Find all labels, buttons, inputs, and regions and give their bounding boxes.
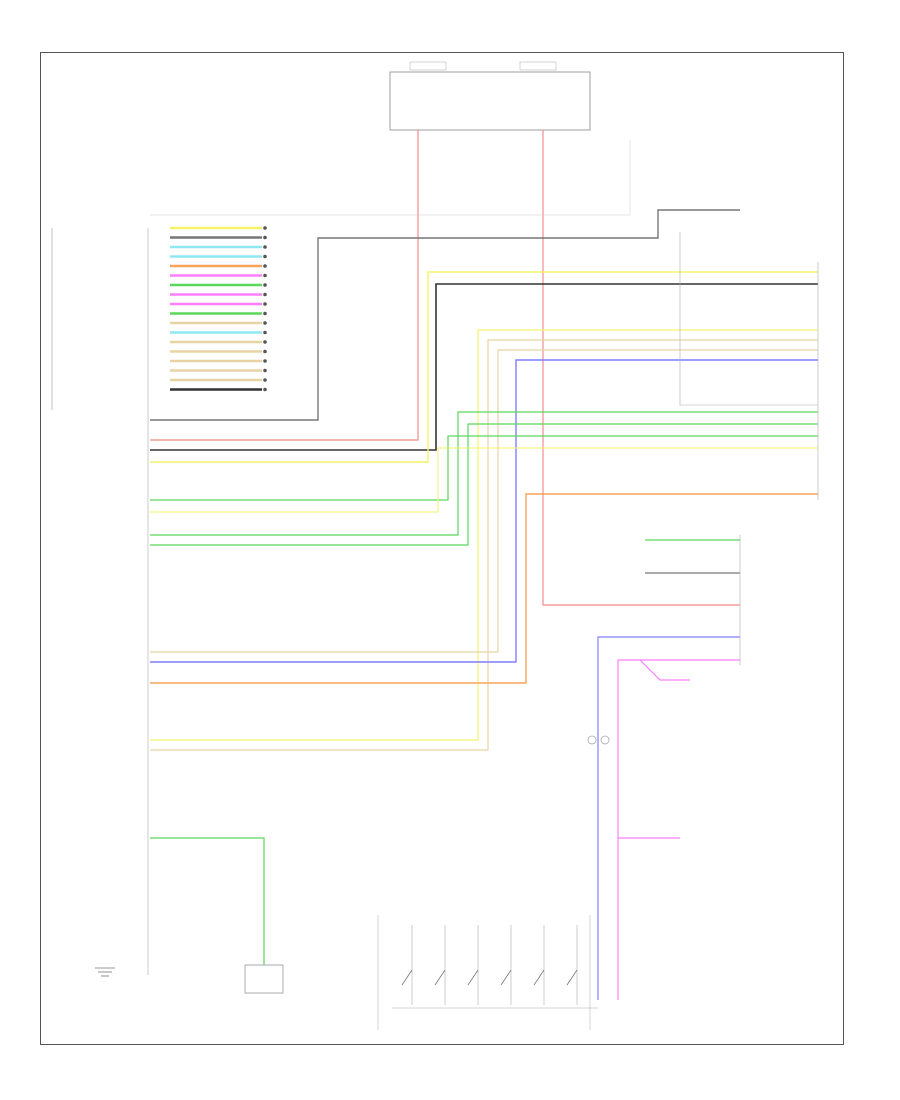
wire-black-ground	[150, 283, 818, 451]
wire-red-batt-feed	[150, 130, 419, 441]
left-stub-terminal	[263, 292, 267, 297]
switch-contact	[500, 969, 512, 986]
left-stub-terminal	[263, 368, 267, 373]
left-stub-terminal	[263, 245, 267, 249]
wire-red-batt-right	[542, 130, 740, 606]
left-stub-terminal	[263, 321, 267, 325]
splice-right	[600, 735, 610, 745]
wire-runs	[150, 130, 818, 1000]
top-module-box	[389, 71, 591, 131]
switch-contact	[467, 969, 479, 986]
switch-contact	[566, 969, 578, 986]
wire-pink-branch	[639, 659, 690, 681]
wire-gray-antenna	[150, 209, 740, 421]
wire-green-sensor	[150, 837, 265, 965]
diagram-border	[40, 52, 844, 1045]
left-stub-terminal	[263, 264, 267, 268]
top-module-connector-left	[409, 61, 447, 71]
wire-blue-1	[150, 359, 818, 663]
left-stub-terminal	[263, 378, 267, 382]
wire-yellow-2	[150, 329, 818, 741]
wire-gray-thin-right	[679, 232, 818, 406]
left-stub-terminal	[263, 283, 267, 287]
wire-blue-swc	[597, 636, 740, 1000]
wire-green-2	[150, 423, 818, 546]
left-stub-terminal	[263, 330, 267, 335]
left-stub-terminal	[263, 340, 267, 344]
wire-orange	[150, 493, 818, 684]
left-stub-terminal	[263, 235, 267, 240]
left-stub-terminal	[263, 359, 267, 363]
wire-green-3	[150, 435, 818, 501]
wire-pink-swc	[617, 659, 740, 1000]
wire-tan-2	[150, 349, 818, 653]
ground-symbol	[95, 967, 115, 977]
steering-wheel-switch-bank	[392, 925, 598, 1009]
left-stub-terminal	[263, 302, 267, 306]
wire-tan-1	[150, 339, 818, 751]
left-stub-terminal	[263, 226, 267, 230]
switch-contact	[533, 969, 545, 986]
wire-yellow-1	[150, 271, 818, 463]
left-stub-terminal	[263, 273, 267, 278]
wire-thin-top	[150, 140, 631, 216]
wire-yellow-3	[150, 447, 818, 513]
left-stub-terminal	[263, 311, 267, 316]
left-connector-stubs	[170, 226, 267, 392]
top-module-connector-right	[519, 61, 557, 71]
wire-green-1	[150, 411, 818, 536]
switch-contact	[401, 969, 413, 986]
switch-contact	[434, 969, 446, 986]
left-stub-terminal	[263, 387, 267, 392]
left-stub-terminal	[263, 254, 267, 259]
left-stub-terminal	[263, 349, 267, 354]
bottom-sensor-box	[244, 964, 284, 994]
splice-left	[587, 735, 597, 745]
